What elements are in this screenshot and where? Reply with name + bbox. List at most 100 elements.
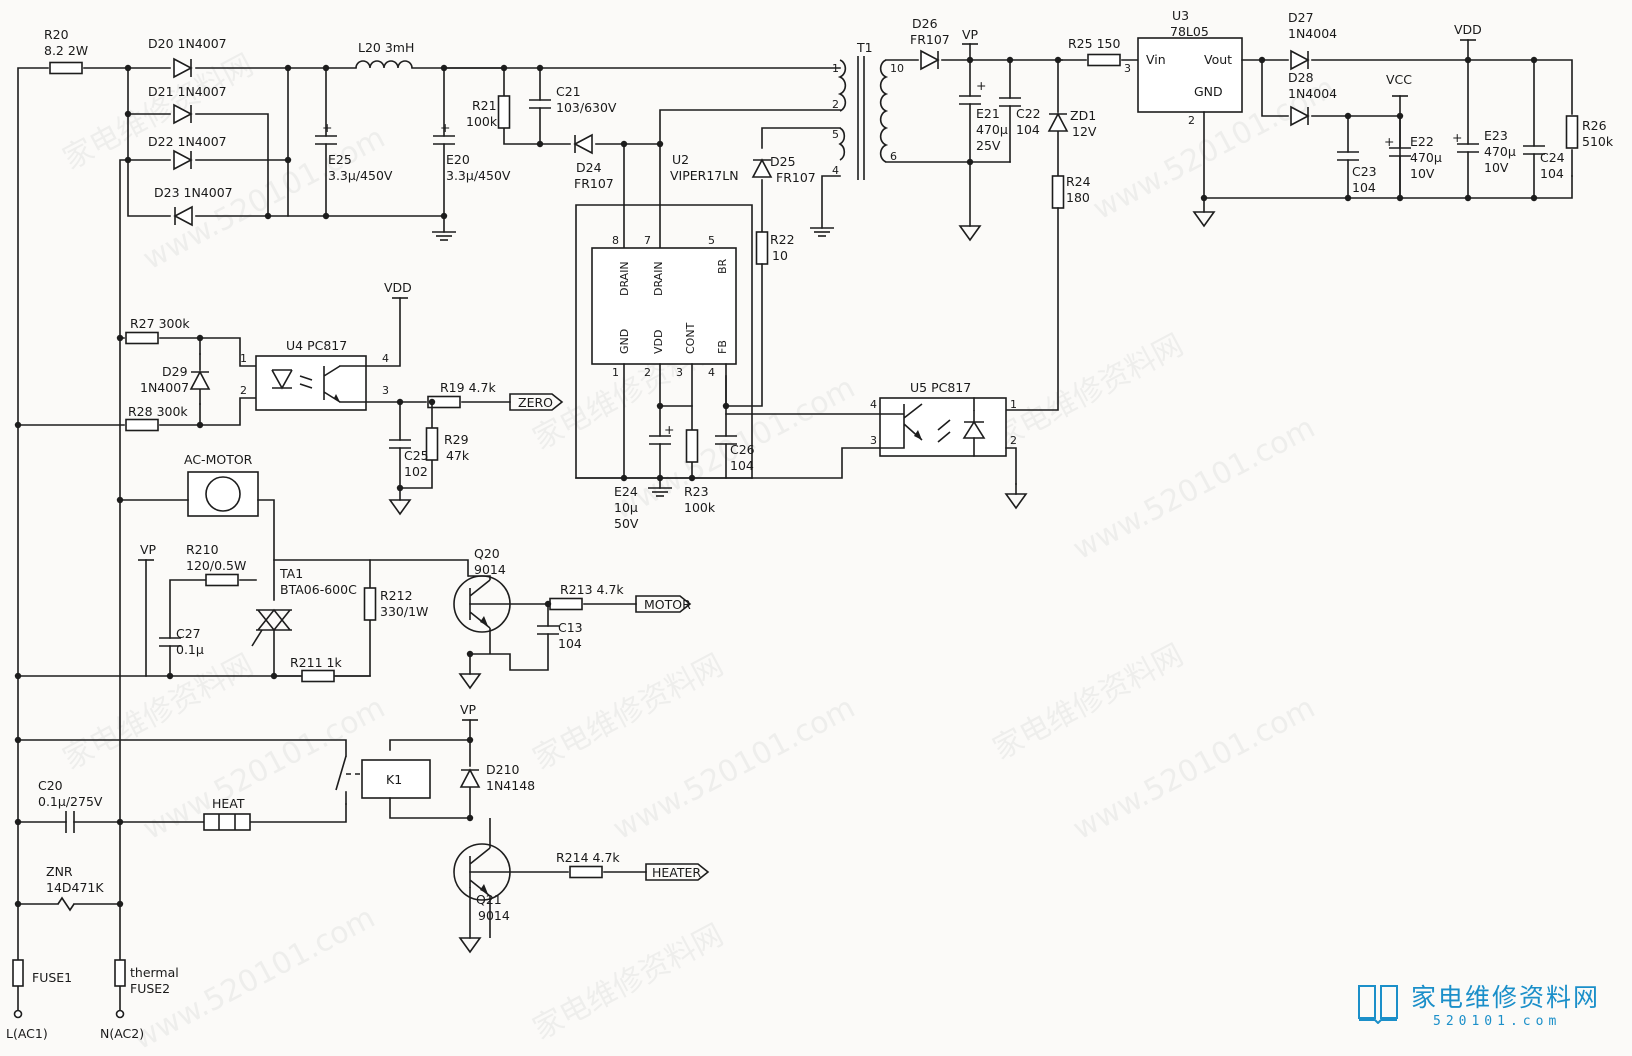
r26-ref: R26 [1582,118,1607,133]
watermark-layer: 家电维修资料网 www.520101.com 家电维修资料网 www.52010… [57,48,1341,1056]
ta1-ref: TA1 [279,566,303,581]
watermark-url: www.520101.com [1067,410,1321,567]
d29-value: 1N4007 [140,380,189,395]
u3-gnd: GND [1194,84,1223,99]
t1-secondary-winding [879,59,889,163]
watermark-cn: 家电维修资料网 [527,648,729,777]
u2-pin4: 4 [708,366,715,379]
u5-pin2: 2 [1010,434,1017,447]
e25-ref: E25 [328,152,352,167]
book-icon [1358,985,1398,1024]
heater-port-label: HEATER [652,865,701,880]
r214-label: R214 4.7k [556,850,620,865]
znr-ref: ZNR [46,864,73,879]
c22-value: 104 [1016,122,1040,137]
vp-label-motor: VP [140,542,157,557]
d26-ref: D26 [912,16,938,31]
zd1-value: 12V [1072,124,1097,139]
u3-pin2: 2 [1188,114,1195,127]
d210-ref: D210 [486,762,520,777]
d20-label: D20 1N4007 [148,36,227,51]
u3-value: 78L05 [1170,24,1209,39]
d25-ref: D25 [770,154,796,169]
u3-ref: U3 [1172,8,1189,23]
c24-ref: C24 [1540,150,1565,165]
watermark-cn: 家电维修资料网 [57,48,259,177]
vdd-label: VDD [1454,22,1482,37]
svg-text:+: + [322,120,332,135]
c20-value: 0.1μ/275V [38,794,103,809]
r211-label: R211 1k [290,655,342,670]
fuse1-symbol [12,959,24,987]
q20-value: 9014 [474,562,506,577]
u2-pin7: 7 [644,234,651,247]
svg-text:+: + [1452,130,1462,145]
u2-pin2: 2 [644,366,651,379]
u3-pin3: 3 [1124,62,1131,75]
r24-value: 180 [1066,190,1090,205]
bridge-rectifier: D20 1N4007 D21 1N4007 D22 1N4007 D23 1N4… [124,36,511,241]
r210-ref: R210 [186,542,219,557]
d28-value: 1N4004 [1288,86,1337,101]
r19-label: R19 4.7k [440,380,496,395]
n-terminal-icon [115,1009,125,1019]
t1-pin2: 2 [832,98,839,111]
vp-label-heater: VP [460,702,477,717]
u2-ic-body [591,247,737,365]
r212-ref: R212 [380,588,413,603]
watermark-cn: 家电维修资料网 [987,638,1189,767]
r213-label: R213 4.7k [560,582,624,597]
u5-pin4: 4 [870,398,877,411]
r24-ref: R24 [1066,174,1091,189]
u2-fb-label: FB [716,340,729,354]
u5-label: U5 PC817 [910,380,971,395]
u4-pin3: 3 [382,384,389,397]
d27-ref: D27 [1288,10,1314,25]
u2-drain-label: DRAIN [618,261,631,296]
motor-drive-section: AC-MOTOR VP R210 120/0.5W C27 0.1μ TA1 B… [119,452,692,689]
r27-label: R27 300k [130,316,190,331]
znr-value: 14D471K [46,880,104,895]
brand-logo: 家电维修资料网 520101.com [1355,978,1620,1046]
r29-value: 47k [446,448,470,463]
heat-element-symbol [203,813,251,831]
c20-ref: C20 [38,778,63,793]
d26-value: FR107 [910,32,950,47]
t1-aux-winding [838,127,846,161]
vdd-label-zero: VDD [384,280,412,295]
r21-value: 100k [466,114,498,129]
c23-value: 104 [1352,180,1376,195]
motor-port-symbol [635,595,692,613]
ta1-triac-symbol [256,608,292,632]
u2-vdd-label: VDD [652,330,665,354]
u5-optocoupler-body [879,397,1007,457]
zd1-ref: ZD1 [1070,108,1096,123]
r22-ref: R22 [770,232,795,247]
ac-input-section: FUSE1 thermal FUSE2 L(AC1) N(AC2) ZNR 14… [6,27,371,1041]
e23-value-1: 470μ [1484,144,1516,159]
d210-value: 1N4148 [486,778,535,793]
d24-ref: D24 [576,160,602,175]
l-terminal-label: L(AC1) [6,1026,48,1041]
motor-icon [205,476,241,512]
d22-label: D22 1N4007 [148,134,227,149]
c26-ref: C26 [730,442,755,457]
c22-ref: C22 [1016,106,1041,121]
t1-pin10: 10 [890,62,904,75]
u3-regulator-body [1137,37,1243,113]
r20-ref: R20 [44,27,69,42]
c26-value: 104 [730,458,754,473]
watermark-cn: 家电维修资料网 [57,648,259,777]
t1-pin4: 4 [832,164,839,177]
u5-pin1: 1 [1010,398,1017,411]
u5-pin3: 3 [870,434,877,447]
u2-pin3: 3 [676,366,683,379]
r23-ref: R23 [684,484,709,499]
fuse2-label-a: thermal [130,965,179,980]
e24-ref: E24 [614,484,638,499]
e23-value-2: 10V [1484,160,1509,175]
d24-value: FR107 [574,176,614,191]
e20-ref: E20 [446,152,470,167]
znr-symbol [57,896,75,912]
